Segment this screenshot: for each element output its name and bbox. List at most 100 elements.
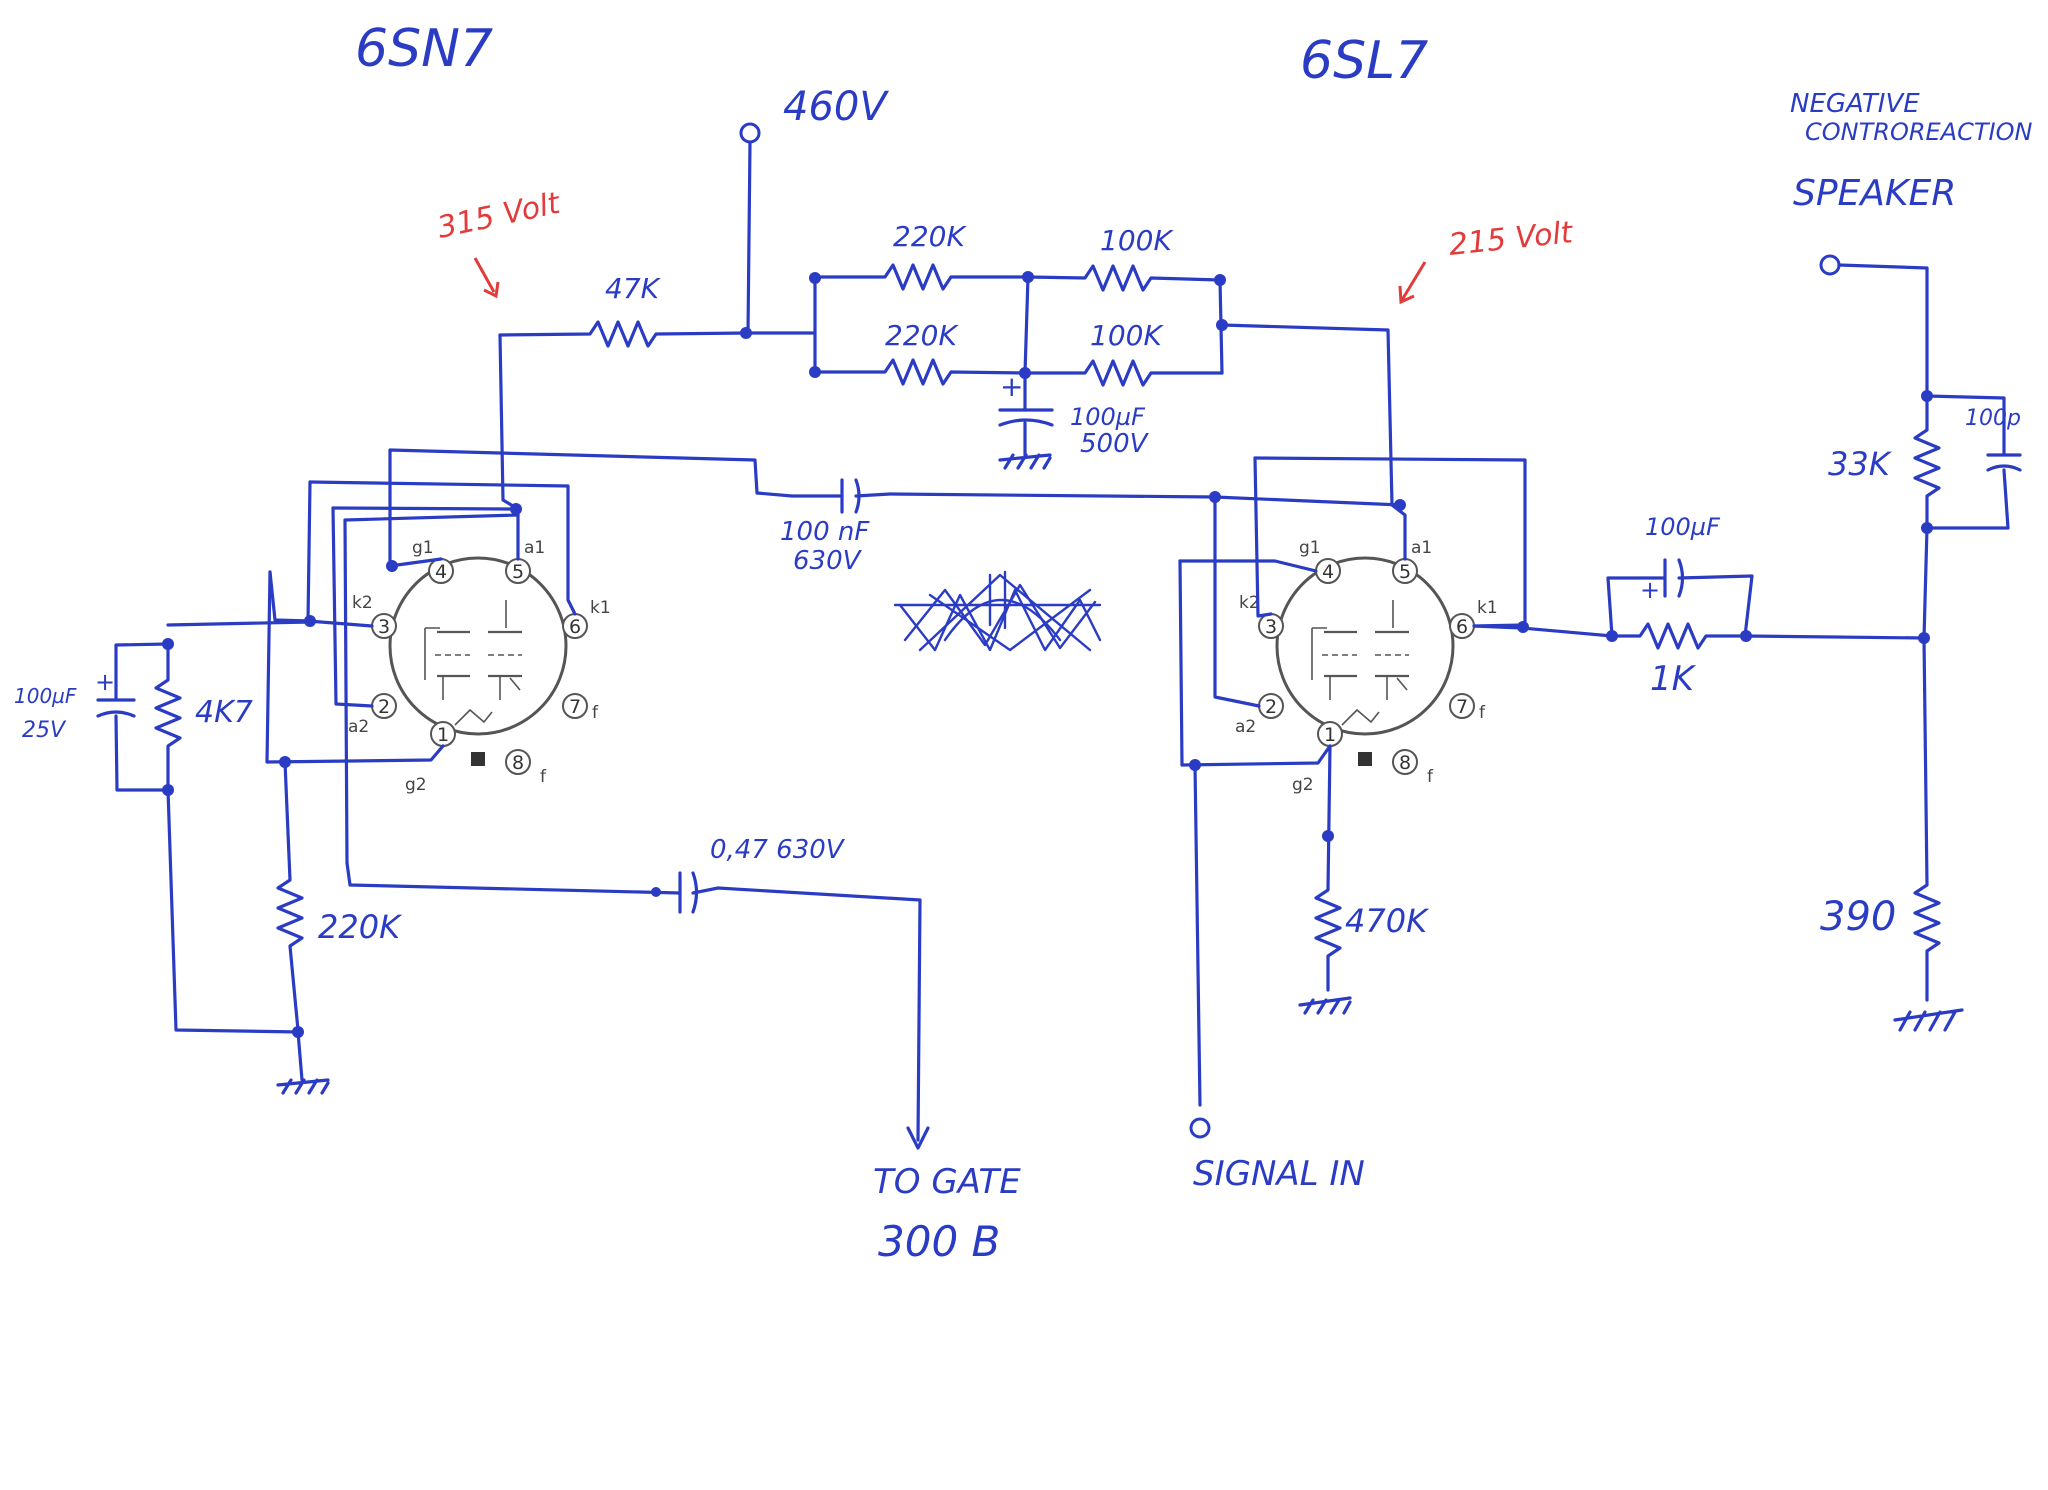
svg-text:3: 3: [378, 616, 390, 638]
left-plate-wire: [498, 333, 520, 561]
b-plus-wire: [746, 140, 752, 335]
svg-text:f: f: [540, 767, 547, 787]
feedback-cap-label: 100p: [1965, 406, 2021, 431]
left-g2-wire: [265, 570, 445, 764]
left-tube-title: 6SN7: [355, 19, 493, 79]
left-ground-return: [166, 788, 302, 1034]
left-cathode-resistor-label: 4K7: [195, 695, 253, 730]
speaker-label: SPEAKER: [1793, 173, 1956, 214]
right-plate-bus: [1213, 495, 1402, 507]
speaker-feedback-wire: [1837, 263, 1929, 398]
resistor-220k-top-label: 220K: [893, 220, 967, 253]
shunt-resistor-390: [1913, 526, 1941, 1002]
left-k-joint: [268, 570, 312, 623]
right-plate-wire: [1220, 323, 1407, 561]
output-coupling-node: [651, 887, 661, 897]
svg-text:3: 3: [1265, 616, 1277, 638]
ladder-node: [1022, 271, 1034, 283]
right-a2-wire: [1213, 495, 1261, 708]
svg-text:7: 7: [1456, 696, 1468, 718]
right-cathode-resistor-label: 1K: [1650, 659, 1697, 699]
signal-in-label: SIGNAL IN: [1193, 1154, 1365, 1194]
ladder-mid-rail: [1023, 275, 1030, 375]
resistor-100k-top: [1026, 264, 1222, 292]
svg-text:f: f: [592, 703, 599, 723]
right-tube-6sl7: 1 2 3 4 5 6 7 8 g1 a1 k1 k2 a2 g2 f f: [1235, 538, 1498, 795]
ground-icon: [1298, 996, 1352, 1015]
left-cathode-cap-plus: +: [95, 668, 115, 696]
svg-text:g2: g2: [405, 775, 427, 795]
svg-text:a1: a1: [1411, 538, 1432, 558]
right-cathode-output: [1472, 624, 1614, 638]
feedback-bus: [1744, 634, 1926, 640]
svg-text:k2: k2: [352, 593, 373, 613]
svg-text:4: 4: [435, 561, 447, 583]
svg-text:4: 4: [1322, 561, 1334, 583]
supply-cap-plate: [998, 418, 1054, 427]
left-cathode-cap-wire: [114, 642, 170, 792]
left-plate-voltage-note: 315 Volt: [434, 186, 564, 246]
svg-text:k1: k1: [1477, 598, 1498, 618]
svg-text:k1: k1: [590, 598, 611, 618]
svg-text:1: 1: [1324, 724, 1336, 746]
scribbled-out-mark: [893, 570, 1102, 652]
supply-cap-voltage: 500V: [1080, 429, 1150, 459]
svg-text:a2: a2: [348, 717, 369, 737]
speaker-terminal: [1819, 254, 1841, 276]
svg-text:a2: a2: [1235, 717, 1256, 737]
right-k2-wire: [1253, 456, 1273, 618]
ground-icon: [276, 1078, 330, 1095]
feedback-resistor-33k: [1913, 394, 1941, 530]
b-plus-node: [740, 327, 752, 339]
left-a2-output: [343, 513, 520, 865]
resistor-220k-top: [813, 263, 1030, 291]
right-cathode-cap: [1606, 558, 1754, 638]
right-tube-title: 6SL7: [1300, 31, 1428, 91]
left-tube-6sn7: 1 2 3 4 5 6 7 8 g1 a1 k1 k2 a2 g2 f f: [348, 538, 611, 795]
b-plus-terminal: [739, 122, 761, 144]
right-voltage-arrowhead: [1398, 285, 1415, 305]
resistor-100k-top-label: 100K: [1100, 224, 1174, 257]
signal-in-wire: [1193, 763, 1202, 1107]
output-coupling-cap-label: 0,47 630V: [710, 835, 846, 865]
output-coupling-wire: [345, 861, 682, 895]
b-plus-voltage: 460V: [783, 84, 889, 130]
svg-text:f: f: [1479, 703, 1486, 723]
feedback-capacitor: [1925, 394, 2022, 530]
svg-text:6: 6: [1456, 616, 1468, 638]
ladder-node: [809, 272, 821, 284]
left-cathode-cap-voltage: 25V: [22, 718, 67, 743]
left-grid-resistor-220k: [276, 760, 304, 1032]
right-cathode-cap-label: 100µF: [1645, 513, 1721, 541]
left-cathode-bus: [166, 620, 312, 627]
left-grid-resistor-label: 220K: [318, 908, 403, 946]
svg-text:2: 2: [378, 696, 390, 718]
svg-text:8: 8: [512, 752, 524, 774]
right-grid1-wire: [1178, 559, 1318, 573]
right-cathode-resistor-1k: [1610, 622, 1747, 650]
right-grid-resistor-label: 470K: [1345, 902, 1430, 940]
to-gate-tube-label: 300 B: [878, 1217, 1000, 1266]
inter-stage-cap-voltage: 630V: [793, 546, 863, 576]
to-gate-arrow-icon: [906, 1126, 930, 1150]
left-cathode-cap-plate: [96, 710, 136, 718]
svg-text:1: 1: [437, 724, 449, 746]
shunt-resistor-label: 390: [1820, 894, 1896, 940]
negative-label: NEGATIVE: [1790, 89, 1920, 119]
left-grid1-node: [386, 560, 398, 572]
right-voltage-arrow: [1400, 261, 1427, 301]
right-plate-voltage-note: 215 Volt: [1447, 215, 1575, 263]
right-grid-resistor-470k: [1314, 744, 1342, 992]
svg-text:6: 6: [569, 616, 581, 638]
ground-icon: [1893, 1008, 1964, 1032]
left-a2-wire: [331, 506, 374, 708]
supply-cap-plus: +: [1000, 370, 1023, 403]
svg-text:g1: g1: [412, 538, 434, 558]
svg-text:k2: k2: [1239, 593, 1260, 613]
resistor-220k-bottom-label: 220K: [885, 319, 959, 352]
right-cathode-cap-plus: +: [1640, 576, 1660, 604]
inter-stage-cap-value: 100 nF: [780, 517, 870, 547]
resistor-220k-bottom: [813, 358, 1027, 386]
feed-resistor-47k: [498, 320, 817, 348]
